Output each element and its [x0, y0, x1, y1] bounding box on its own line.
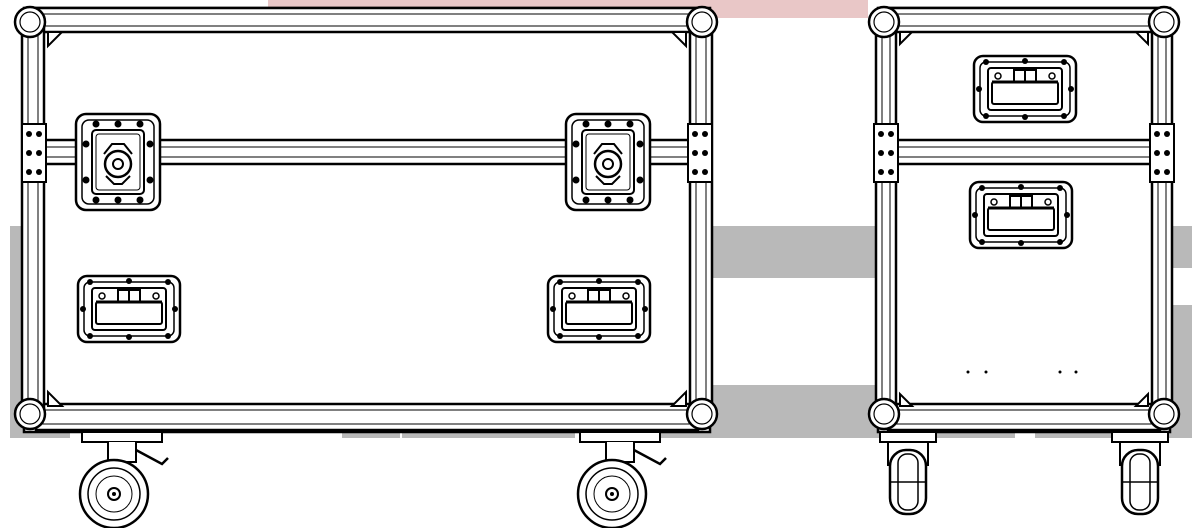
front-view	[13, 5, 719, 528]
front-right-rail-plate	[687, 123, 713, 183]
side-caster-right	[1110, 430, 1170, 516]
side-bottom-rail	[886, 402, 1162, 432]
front-caster-left	[78, 430, 170, 528]
front-latch-right	[564, 112, 652, 212]
side-corner-bottom-right	[1147, 397, 1181, 431]
front-caster-right	[576, 430, 668, 528]
front-left-rail	[20, 18, 46, 420]
side-corner-bottom-left	[867, 397, 901, 431]
side-view	[867, 5, 1181, 516]
front-bottom-rail	[34, 402, 700, 432]
side-corner-top-right	[1147, 5, 1181, 39]
side-caster-left	[878, 430, 938, 516]
front-corner-top-right	[685, 5, 719, 39]
front-lift-handle-left	[76, 274, 182, 344]
front-panel	[43, 29, 691, 411]
side-top-rail	[886, 6, 1162, 34]
front-lift-handle-right	[546, 274, 652, 344]
front-corner-bottom-right	[685, 397, 719, 431]
side-lift-handle-bottom	[968, 180, 1074, 250]
side-left-rail-plate	[873, 123, 899, 183]
side-right-rail-plate	[1149, 123, 1175, 183]
front-left-rail-plate	[21, 123, 47, 183]
front-corner-top-left	[13, 5, 47, 39]
front-latch-left	[74, 112, 162, 212]
side-right-rail	[1150, 18, 1174, 420]
side-left-rail	[874, 18, 898, 420]
front-right-rail	[688, 18, 714, 420]
side-lid-rail	[894, 138, 1154, 166]
side-corner-top-left	[867, 5, 901, 39]
front-corner-bottom-left	[13, 397, 47, 431]
side-rivet-dots	[966, 370, 1078, 374]
front-top-rail	[34, 6, 700, 34]
side-lift-handle-top	[972, 54, 1078, 124]
